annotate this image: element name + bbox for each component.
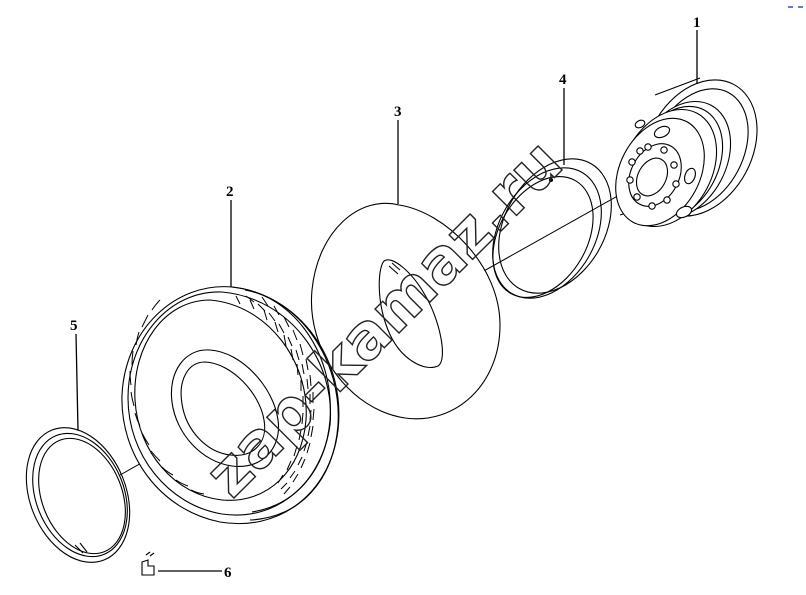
part-label-1: 1	[693, 15, 701, 31]
part-label-5: 5	[70, 318, 78, 334]
part-label-2: 2	[226, 184, 234, 200]
leader-lines	[75, 30, 698, 572]
side-ring	[25, 427, 131, 563]
tyre	[121, 286, 340, 525]
part-label-6: 6	[224, 565, 232, 581]
lock-ring	[492, 158, 612, 299]
part-label-4: 4	[559, 72, 567, 88]
rim-flap	[310, 202, 501, 420]
tread-pattern	[129, 295, 315, 495]
part-label-3: 3	[394, 104, 402, 120]
wheel-rim	[615, 77, 758, 228]
valve-fitting	[141, 551, 155, 576]
